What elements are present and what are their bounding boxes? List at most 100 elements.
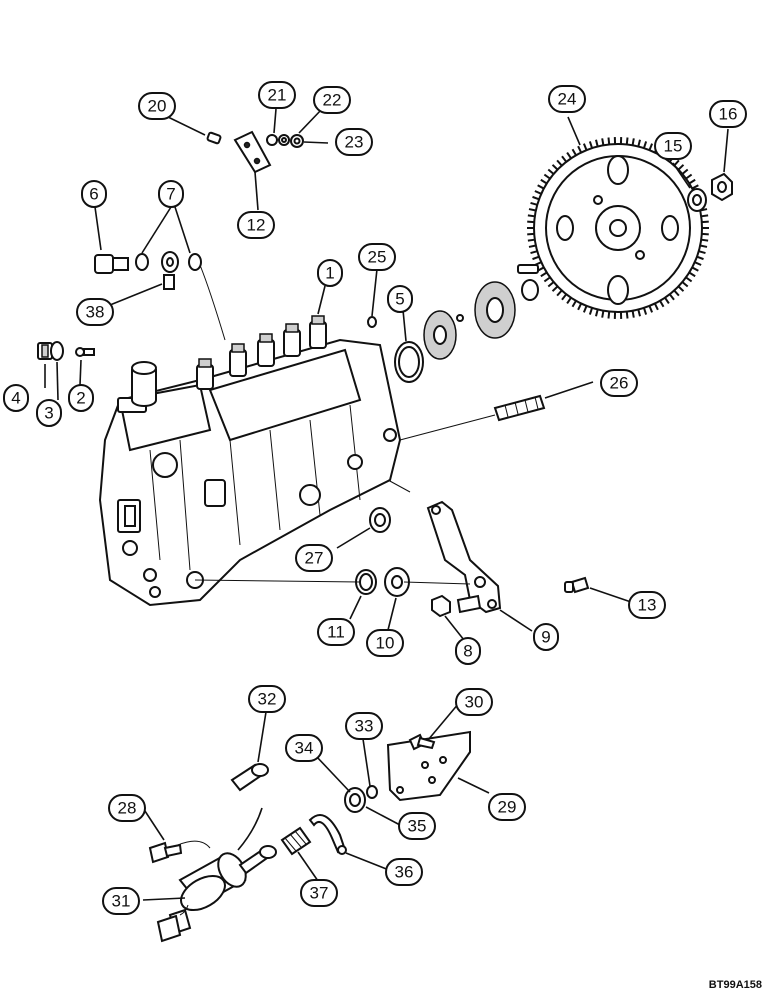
svg-text:33: 33: [355, 717, 374, 736]
callout-21: 21: [258, 81, 296, 109]
banjo-fitting-parts: [94, 251, 226, 341]
svg-text:25: 25: [368, 248, 387, 267]
gear-tooth: [664, 297, 670, 305]
gear-tooth: [595, 139, 599, 147]
gear-tooth: [668, 293, 675, 301]
callout-37: 37: [300, 879, 338, 907]
gear-tooth: [677, 285, 685, 292]
gear-tooth: [582, 305, 588, 313]
seal-rings: [367, 316, 424, 383]
svg-text:27: 27: [305, 549, 324, 568]
gear-tooth: [659, 300, 665, 308]
gear-tooth: [643, 141, 648, 149]
svg-text:24: 24: [558, 90, 577, 109]
gear-tooth: [532, 195, 540, 201]
callout-9: 9: [533, 623, 559, 651]
solenoid-assembly: [148, 840, 277, 943]
callout-22: 22: [313, 86, 351, 114]
svg-text:16: 16: [719, 105, 738, 124]
gear-tooth: [528, 244, 537, 248]
svg-text:35: 35: [408, 817, 427, 836]
svg-text:5: 5: [395, 290, 404, 309]
svg-text:13: 13: [638, 596, 657, 615]
bracket-bolt: [408, 733, 436, 751]
gear-tooth: [556, 289, 563, 297]
callout-35: 35: [398, 812, 436, 840]
gear-tooth: [566, 297, 572, 305]
gear-tooth: [601, 310, 605, 318]
left-fitting-parts: [37, 341, 95, 361]
callout-20: 20: [138, 92, 176, 120]
callout-25: 25: [358, 243, 396, 271]
svg-text:23: 23: [345, 133, 364, 152]
gear-tooth: [551, 164, 559, 171]
svg-text:32: 32: [258, 690, 277, 709]
gear-tooth: [582, 143, 588, 151]
delivery-valve-holders: [196, 315, 327, 390]
gear-tooth: [685, 276, 693, 283]
gear-tooth: [530, 250, 538, 255]
gear-tooth: [527, 238, 535, 242]
svg-text:15: 15: [664, 137, 683, 156]
gear-washer-and-nut: [687, 172, 733, 212]
callout-26: 26: [600, 369, 638, 397]
callout-36: 36: [385, 858, 423, 886]
svg-text:29: 29: [498, 798, 517, 817]
gear-tooth: [688, 271, 696, 278]
gear-tooth: [540, 178, 548, 185]
callout-8: 8: [455, 637, 481, 665]
callout-10: 10: [366, 629, 404, 657]
svg-text:3: 3: [44, 404, 53, 423]
gear-tooth: [691, 266, 699, 272]
gear-tooth: [551, 285, 559, 292]
callout-32: 32: [248, 685, 286, 713]
spring-and-clip: [280, 814, 347, 856]
gear-tooth: [648, 305, 654, 313]
callout-31: 31: [102, 887, 140, 915]
svg-text:34: 34: [295, 739, 314, 758]
gear-tooth: [637, 139, 641, 147]
svg-text:28: 28: [118, 799, 137, 818]
gear-tooth: [577, 145, 583, 153]
gear-tooth: [653, 303, 659, 311]
injection-pump-body: [98, 338, 402, 607]
gear-tooth: [540, 271, 548, 278]
gear-tooth: [677, 164, 685, 171]
gear-tooth: [543, 173, 551, 180]
gear-tooth: [631, 310, 635, 318]
stud: [493, 394, 546, 422]
callout-28: 28: [108, 794, 146, 822]
gear-tooth: [696, 255, 704, 261]
gear-tooth: [701, 214, 709, 218]
svg-text:38: 38: [86, 303, 105, 322]
callout-23: 23: [335, 128, 373, 156]
gear-tooth: [631, 138, 635, 146]
svg-text:6: 6: [89, 185, 98, 204]
gear-tooth: [688, 178, 696, 185]
solenoid-linkage-hardware: [344, 785, 378, 813]
gear-tooth: [571, 148, 577, 156]
bracket-assembly: [206, 130, 304, 174]
gear-tooth: [530, 201, 538, 206]
svg-text:8: 8: [463, 642, 472, 661]
callout-6: 6: [81, 180, 107, 208]
callout-1: 1: [317, 259, 343, 287]
callout-12: 12: [237, 211, 275, 239]
svg-text:21: 21: [268, 86, 287, 105]
gear-tooth: [625, 137, 629, 145]
svg-text:26: 26: [610, 374, 629, 393]
callout-3: 3: [36, 399, 62, 427]
callout-38: 38: [76, 298, 114, 326]
gear-tooth: [566, 151, 572, 159]
gear-tooth: [577, 303, 583, 311]
callout-13: 13: [628, 591, 666, 619]
gear-tooth: [561, 293, 568, 301]
svg-text:2: 2: [76, 389, 85, 408]
gear-tooth: [537, 184, 545, 190]
callout-16: 16: [709, 100, 747, 128]
figure-code: BT99A158: [709, 979, 762, 991]
callout-27: 27: [295, 544, 333, 572]
gear-tooth: [643, 307, 648, 315]
callout-15: 15: [654, 132, 692, 160]
gear-tooth: [685, 173, 693, 180]
